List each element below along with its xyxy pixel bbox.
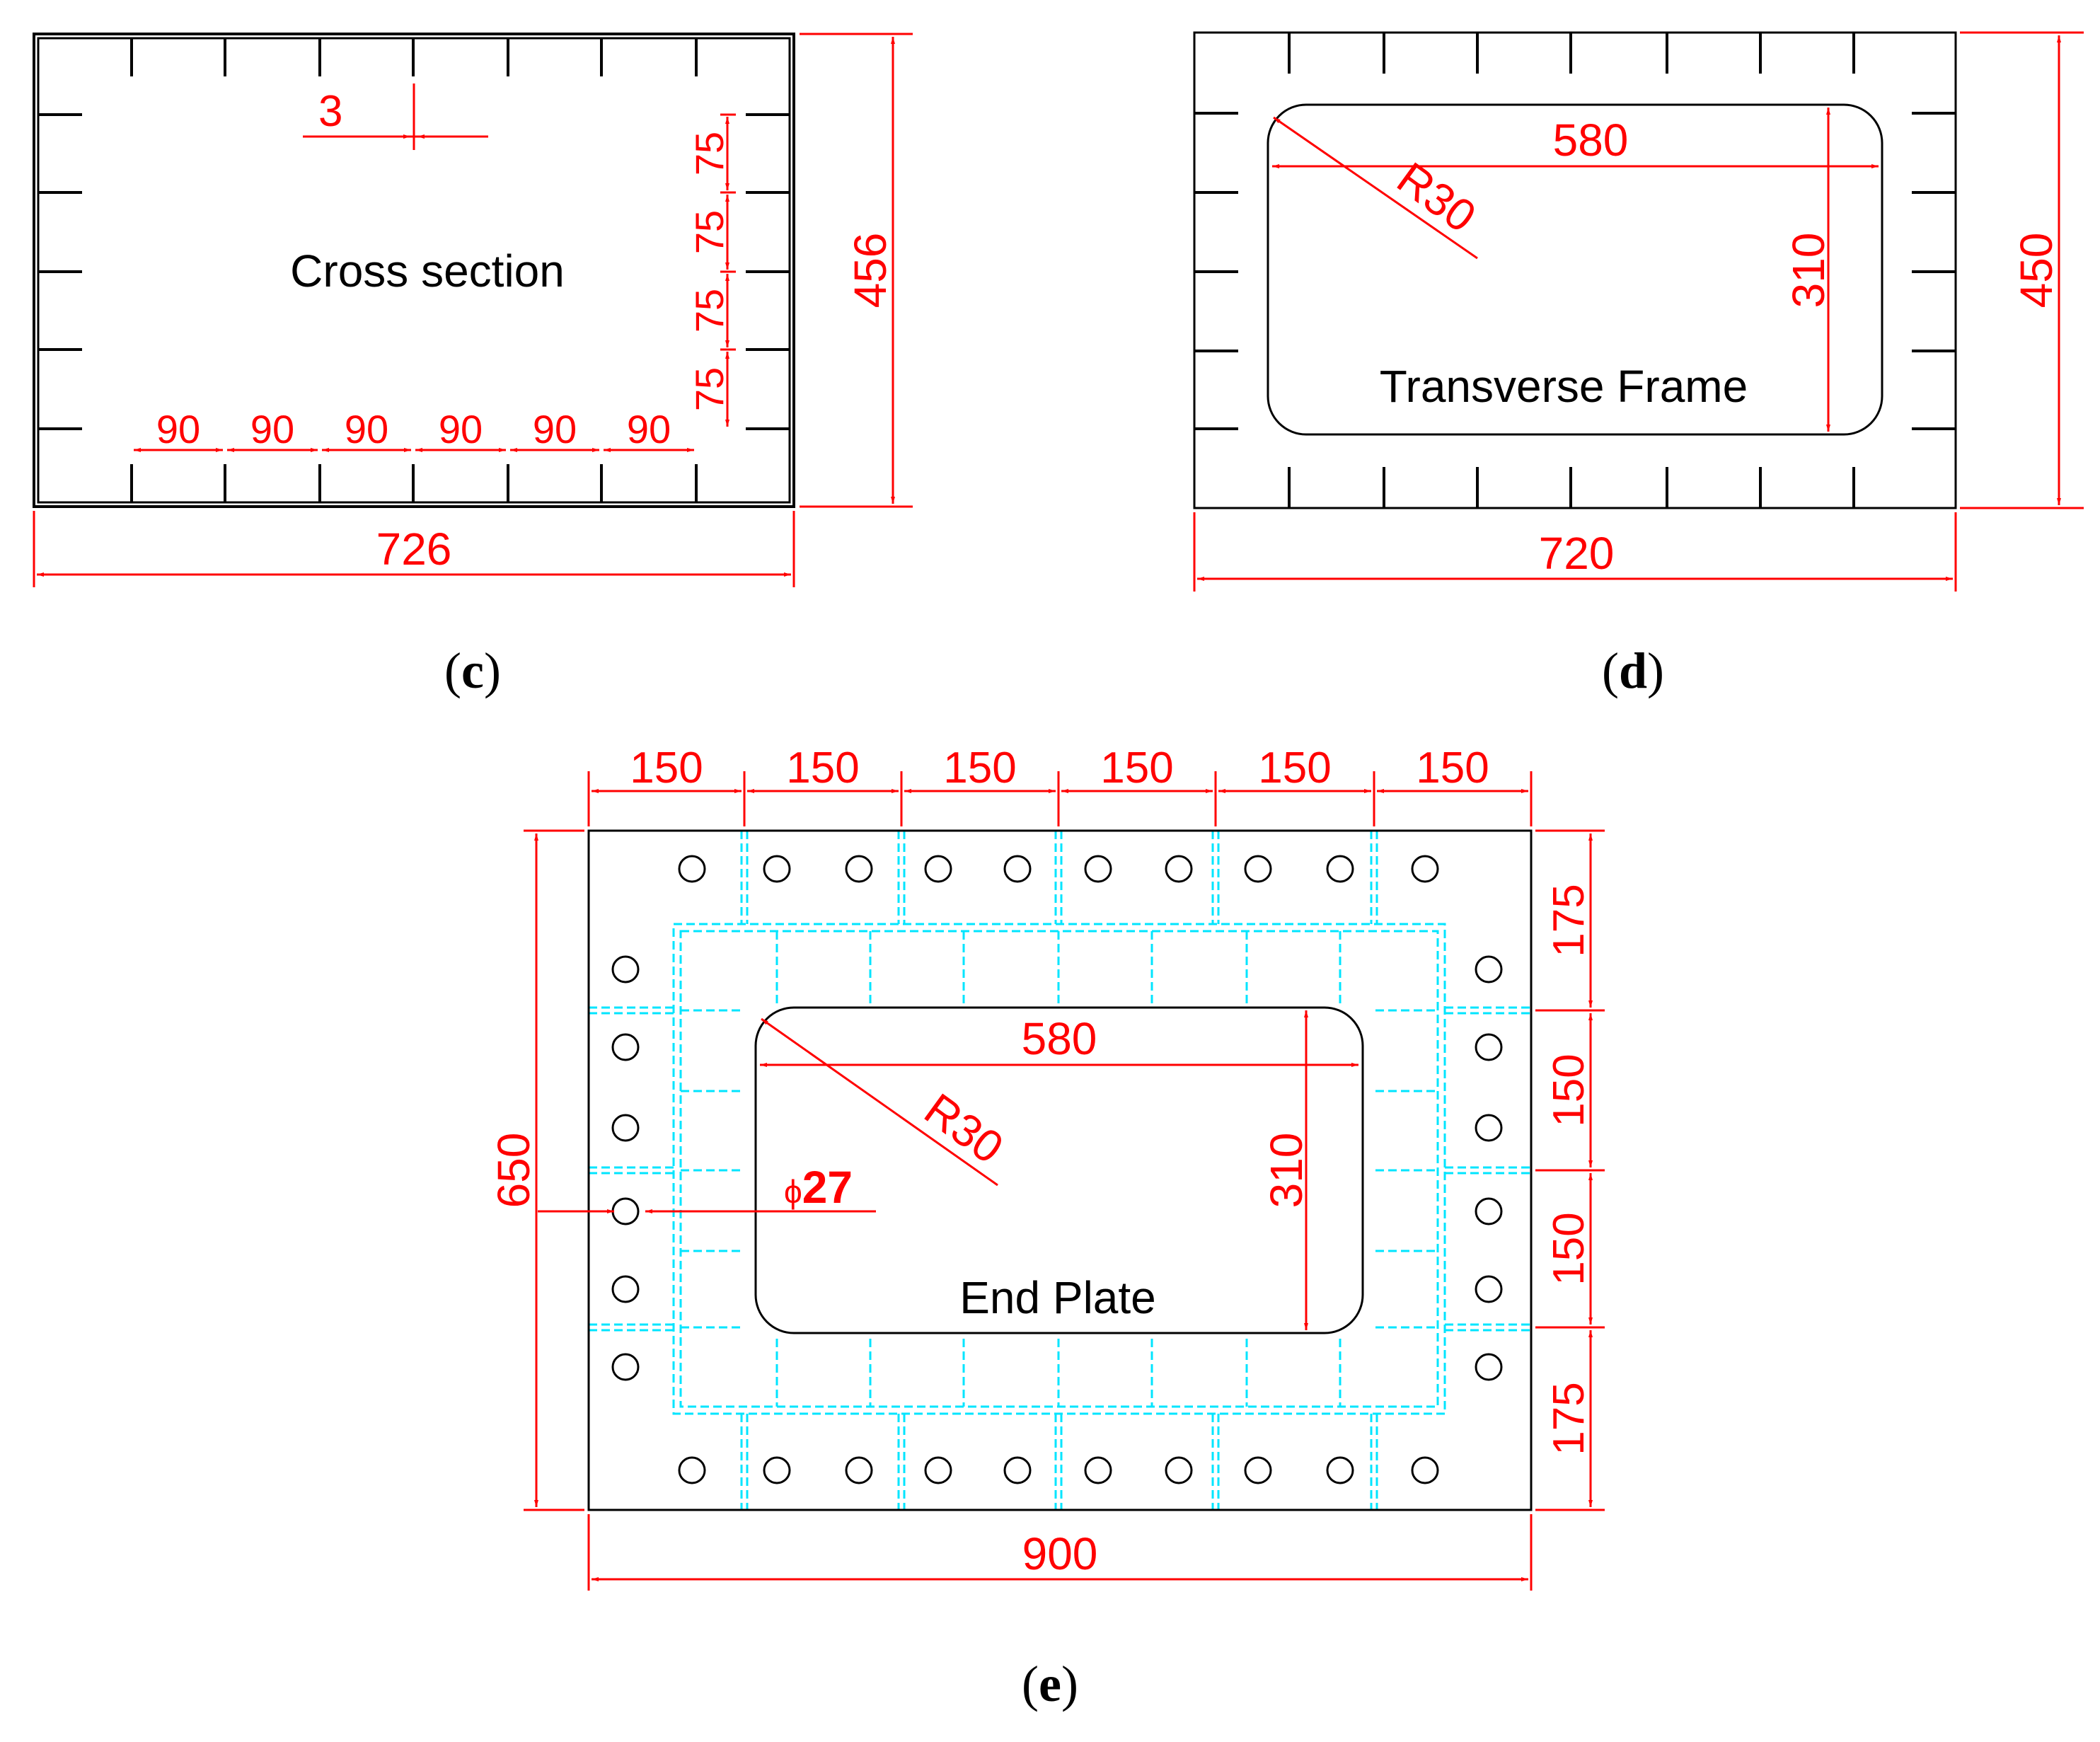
spacing-dim-label: 75 [687,132,732,175]
bolt-hole [1165,1456,1193,1484]
spacing-dim-label: 90 [439,407,483,451]
top-dim-label: 150 [786,744,859,792]
opening-width-label: 580 [1553,115,1629,166]
cross-section-title: Cross section [290,246,565,296]
plate-opening-width-label: 580 [1022,1013,1097,1064]
bolt-hole [1326,1456,1354,1484]
top-dim-label: 150 [630,744,703,792]
top-dim-label: 150 [1416,744,1489,792]
top-dim-label: 150 [1258,744,1331,792]
hole-diameter-label: ϕ27 [784,1162,853,1213]
end-plate-bolt-holes [611,855,1503,1484]
bolt-hole [1244,1456,1272,1484]
bolt-hole [678,855,706,883]
spacing-dim-label: 90 [250,407,294,451]
bolt-hole [1165,855,1193,883]
plate-radius-leader [761,1017,998,1187]
spacing-dim-label: 90 [533,407,577,451]
bolt-hole [1244,855,1272,883]
panel-c-cross-section: 3 Cross section 75 75 75 75 90 90 90 90 90 90 45… [33,33,913,699]
bolt-hole [763,855,791,883]
spacing-dim-label: 90 [345,407,388,451]
bolt-hole [1475,1275,1503,1303]
top-dim-label: 150 [943,744,1016,792]
end-plate-hidden-stiffeners [589,831,1531,1510]
cross-section-stiffeners [38,38,790,502]
plate-height-label: 650 [488,1133,539,1209]
bolt-hole [1411,855,1439,883]
hidden-shell-outer [672,923,1446,1415]
bolt-hole [845,1456,873,1484]
bolt-hole [1003,855,1032,883]
opening-height-label: 310 [1783,233,1834,308]
spacing-dim-label: 75 [687,210,732,254]
top-dim-label: 150 [1100,744,1173,792]
frame-title: Transverse Frame [1380,361,1748,412]
cross-section-bottom-dims: 90 90 90 90 90 90 [134,407,694,452]
end-plate-title: End Plate [959,1272,1156,1323]
bolt-hole [1475,1114,1503,1142]
bolt-hole [611,1114,640,1142]
plate-radius-label: R30 [916,1083,1012,1173]
bolt-hole [611,1275,640,1303]
bolt-hole [678,1456,706,1484]
frame-stiffener-notches [1194,33,1956,508]
panel-c-caption: (c) [444,642,501,699]
end-plate-outline [587,829,1533,1511]
frame-height-label: 450 [2011,233,2062,308]
plate-width-label: 900 [1022,1528,1098,1579]
bolt-hole [1475,1197,1503,1225]
bolt-hole [611,1197,640,1225]
height-dim-label: 456 [845,233,896,308]
bolt-hole [611,1353,640,1381]
bolt-hole [924,855,952,883]
panel-e-caption: (e) [1022,1656,1078,1712]
right-dim-label: 150 [1545,1212,1593,1285]
bolt-hole [1084,1456,1112,1484]
spacing-dim-label: 75 [687,367,732,411]
bolt-hole [1475,1033,1503,1061]
plate-opening-height-label: 310 [1261,1133,1312,1209]
end-plate-top-dims: 150 150 150 150 150 150 [587,744,1533,826]
panel-d-transverse-frame: R30 580 310 Transverse Frame 450 720 (d) [1193,31,2084,699]
spacing-dim-label: 90 [627,407,671,451]
bolt-hole [924,1456,952,1484]
panel-d-caption: (d) [1602,642,1664,699]
width-dim-label: 726 [376,524,452,575]
cross-section-right-dims: 75 75 75 75 [687,113,736,427]
thickness-dim-label: 3 [318,87,342,136]
end-plate-right-dims: 175 150 150 175 [1535,829,1605,1511]
bolt-hole [1084,855,1112,883]
right-dim-label: 175 [1545,1382,1593,1455]
frame-width-label: 720 [1539,528,1615,579]
bolt-hole [1475,955,1503,984]
bolt-hole [1411,1456,1439,1484]
bolt-hole [611,955,640,984]
end-plate-opening [754,1006,1364,1334]
right-dim-label: 175 [1545,884,1593,957]
bolt-hole [1326,855,1354,883]
bolt-hole [611,1033,640,1061]
spacing-dim-label: 75 [687,289,732,333]
right-dim-label: 150 [1545,1054,1593,1126]
cross-section-outer-wall [33,33,795,508]
spacing-dim-label: 90 [156,407,200,451]
bolt-hole [1003,1456,1032,1484]
frame-opening [1267,103,1883,436]
radius-leader [1273,116,1478,260]
bolt-hole [1475,1353,1503,1381]
bolt-hole [845,855,873,883]
bolt-hole [763,1456,791,1484]
